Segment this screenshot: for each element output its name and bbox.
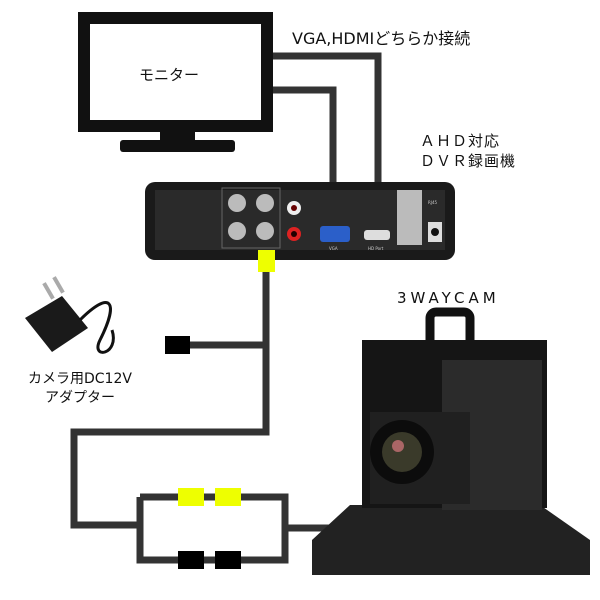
power-connector [215,551,241,569]
dvr-title-line1: ＡＨＤ対応 [420,132,501,150]
camera-3waycam [312,307,590,575]
dvr-title-line2: ＤＶＲ録画機 [420,152,517,170]
video-connector-dvr [258,250,275,272]
power-connector [165,336,190,354]
video-connector [178,488,204,506]
video-cable [70,260,330,564]
vga-port-label: VGA [329,246,338,251]
monitor-label: モニター [139,66,200,84]
adapter-label-line2: アダプター [45,390,115,406]
hdmi-port-label: HD Port [368,246,384,251]
dvr-recorder [145,182,455,260]
monitor [78,12,273,152]
ac-adapter [25,276,115,354]
monitor-cables [273,52,382,210]
camera-label: 3WAYCAM [397,289,500,307]
power-connector [178,551,204,569]
connection-note: VGA,HDMIどちらか接続 [292,29,471,48]
rj45-label: RJ45 [428,200,438,205]
video-connector [215,488,241,506]
adapter-label-line1: カメラ用DC12V [28,371,132,387]
